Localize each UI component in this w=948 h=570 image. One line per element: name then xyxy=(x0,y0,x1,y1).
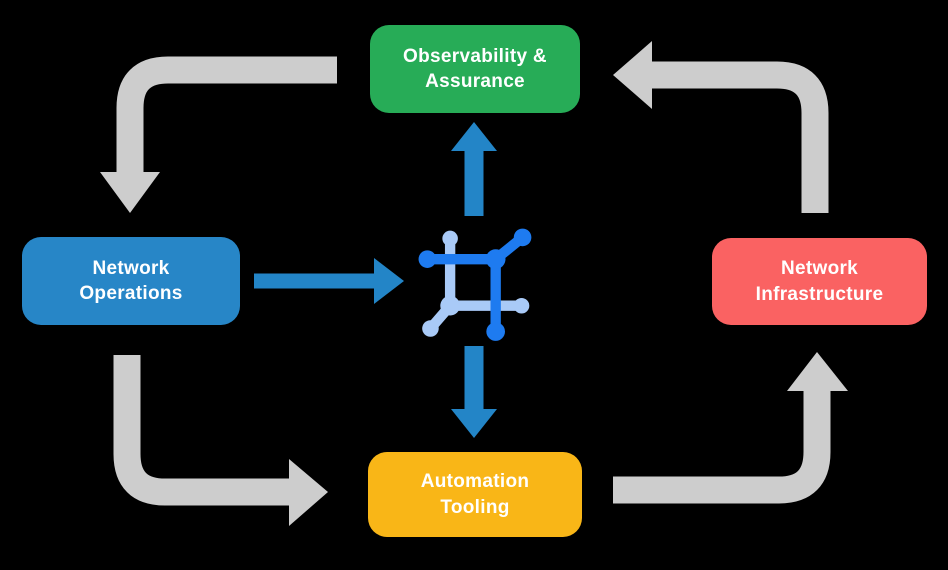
arrow-center-to-observability-head xyxy=(451,122,497,151)
network-icon-light-nodes xyxy=(422,230,530,337)
node-observability-assurance-label: Observability & Assurance xyxy=(403,45,547,92)
arrow-tooling-to-infrastructure-shaft xyxy=(613,389,831,504)
node-network-operations-label: Network Operations xyxy=(79,257,183,304)
node-automation-tooling-label: Automation Tooling xyxy=(420,471,530,518)
arrow-infrastructure-to-observability-head xyxy=(613,41,652,109)
node-observability-assurance: Observability & Assurance xyxy=(370,25,580,113)
arrow-center-to-tooling xyxy=(451,346,497,438)
arrow-operations-to-tooling-shaft xyxy=(113,355,291,506)
network-automation-icon xyxy=(418,228,532,341)
arrow-infrastructure-to-observability-shaft xyxy=(650,61,829,213)
arrow-operations-to-tooling xyxy=(113,355,328,526)
node-network-operations: Network Operations xyxy=(22,237,240,325)
arrow-observability-to-operations-head xyxy=(100,172,160,213)
node-network-infrastructure-label: Network Infrastructure xyxy=(755,258,884,305)
network-icon-dark-nodes xyxy=(418,228,532,341)
arrow-operations-to-center-head xyxy=(374,258,404,304)
arrow-infrastructure-to-observability xyxy=(613,41,829,213)
arrow-observability-to-operations-shaft xyxy=(116,56,337,176)
arrow-tooling-to-infrastructure xyxy=(613,352,848,504)
node-network-infrastructure: Network Infrastructure xyxy=(712,238,927,325)
arrow-tooling-to-infrastructure-head xyxy=(787,352,848,391)
arrow-center-to-tooling-head xyxy=(451,409,497,438)
node-automation-tooling: Automation Tooling xyxy=(368,452,582,537)
arrow-observability-to-operations xyxy=(100,56,337,213)
arrow-center-to-observability xyxy=(451,122,497,216)
arrow-operations-to-center xyxy=(254,258,404,304)
arrow-operations-to-tooling-head xyxy=(289,459,328,526)
